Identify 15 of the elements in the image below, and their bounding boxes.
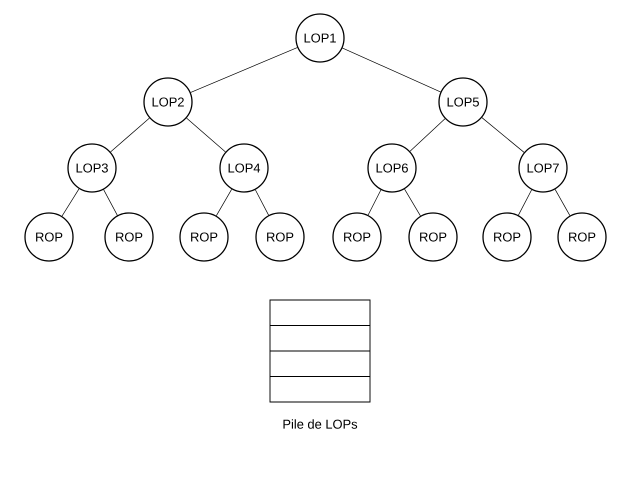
tree-edge [62, 188, 80, 216]
tree-edge [404, 188, 421, 216]
tree-edge [110, 118, 150, 152]
tree-edge [368, 190, 382, 216]
stack-label: Pile de LOPs [283, 419, 358, 429]
tree-edge [410, 118, 446, 152]
tree-edge [518, 190, 532, 216]
tree-edge [342, 48, 441, 92]
tree-edge [554, 189, 570, 216]
tree-edge [103, 189, 118, 216]
tree-edge [216, 188, 232, 216]
tree-edge [482, 117, 524, 153]
tree-edge [255, 190, 269, 216]
tree-edge [190, 47, 298, 93]
tree-edge [186, 118, 226, 152]
